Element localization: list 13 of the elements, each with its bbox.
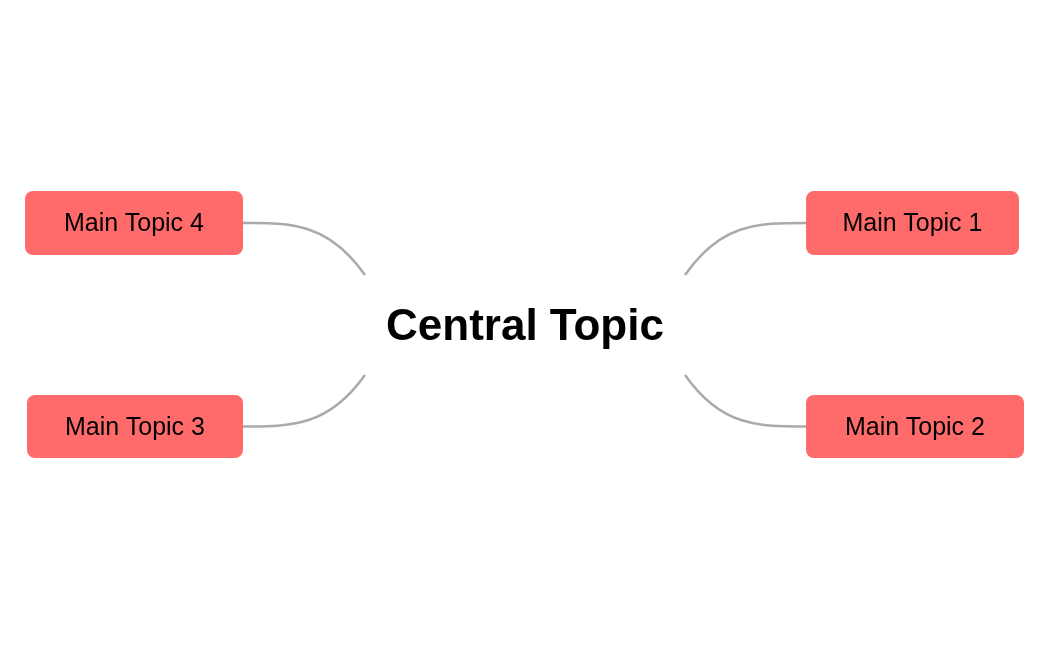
connector-line	[243, 374, 366, 428]
topic-box	[806, 395, 1024, 458]
connector-line	[243, 221, 366, 276]
topic-label: Main Topic 4	[64, 207, 204, 239]
central-topic-text: Central Topic	[386, 299, 664, 351]
topic-label: Main Topic 1	[842, 207, 983, 239]
topic-box	[25, 191, 243, 255]
connector-line	[684, 221, 806, 276]
topic-box	[27, 395, 243, 458]
topic-label: Main Topic 2	[845, 410, 985, 442]
topic-label: Main Topic 3	[65, 410, 205, 442]
topic-box	[806, 191, 1019, 255]
connector-line	[684, 374, 806, 428]
